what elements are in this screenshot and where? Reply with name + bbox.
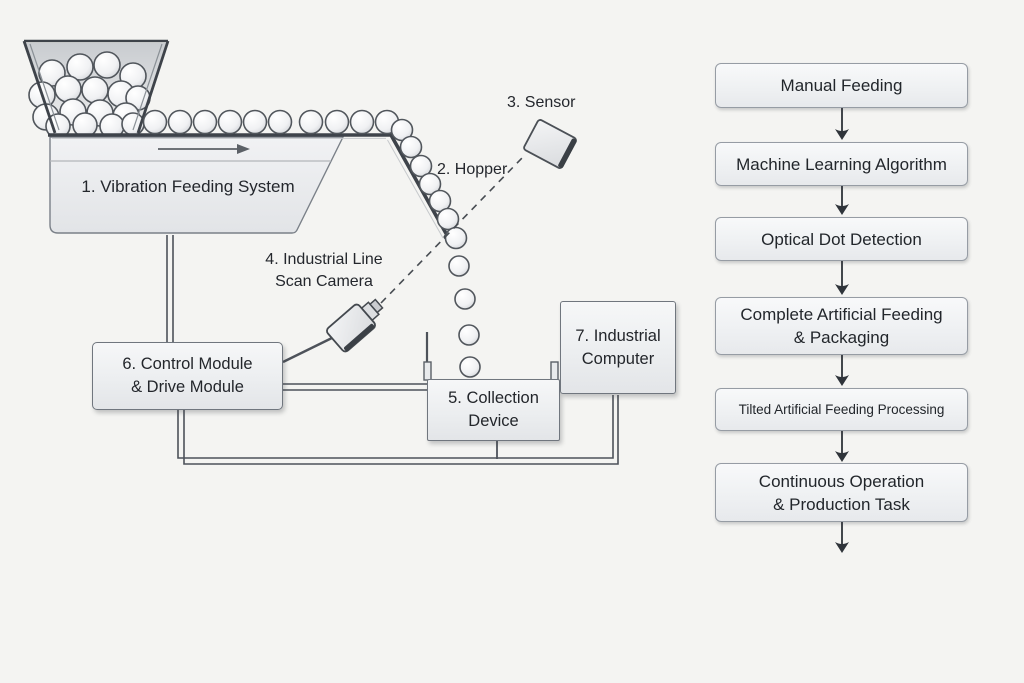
control-module-box: 6. Control Module & Drive Module	[92, 342, 283, 410]
falling-balls	[448, 255, 481, 378]
arrow-down-icon	[835, 355, 849, 386]
arrow-down-icon	[835, 261, 849, 295]
arrow-down-icon	[835, 522, 849, 553]
arrow-right-icon	[158, 144, 250, 154]
funnel	[22, 39, 170, 139]
conveyor-balls	[142, 109, 414, 142]
connector-lines	[166, 235, 619, 465]
flow-step-tilted-feeding-processing: Tilted Artificial Feeding Processing	[715, 388, 968, 431]
flow-step-continuous-operation: Continuous Operation & Production Task	[715, 463, 968, 522]
label-vibration-feeding-system: 1. Vibration Feeding System	[81, 177, 295, 196]
label-hopper: 2. Hopper	[437, 161, 508, 178]
label-line-scan-camera: 4. Industrial Line Scan Camera	[265, 251, 383, 290]
flow-step-optical-dot-detection: Optical Dot Detection	[715, 217, 968, 261]
arrow-down-icon	[835, 186, 849, 215]
industrial-computer-box: 7. Industrial Computer	[560, 301, 676, 394]
arrow-down-icon	[835, 108, 849, 140]
chute-balls	[399, 135, 468, 250]
flow-step-manual-feeding: Manual Feeding	[715, 63, 968, 108]
feeder-body	[49, 136, 345, 234]
camera-device	[326, 298, 384, 353]
collection-bin-walls	[423, 332, 559, 381]
flow-step-ml-algorithm: Machine Learning Algorithm	[715, 142, 968, 186]
arrow-down-icon	[835, 431, 849, 462]
flow-step-complete-feeding-packaging: Complete Artificial Feeding & Packaging	[715, 297, 968, 355]
sensor-device	[523, 119, 577, 169]
label-sensor: 3. Sensor	[507, 94, 576, 111]
collection-device-box: 5. Collection Device	[427, 379, 560, 441]
